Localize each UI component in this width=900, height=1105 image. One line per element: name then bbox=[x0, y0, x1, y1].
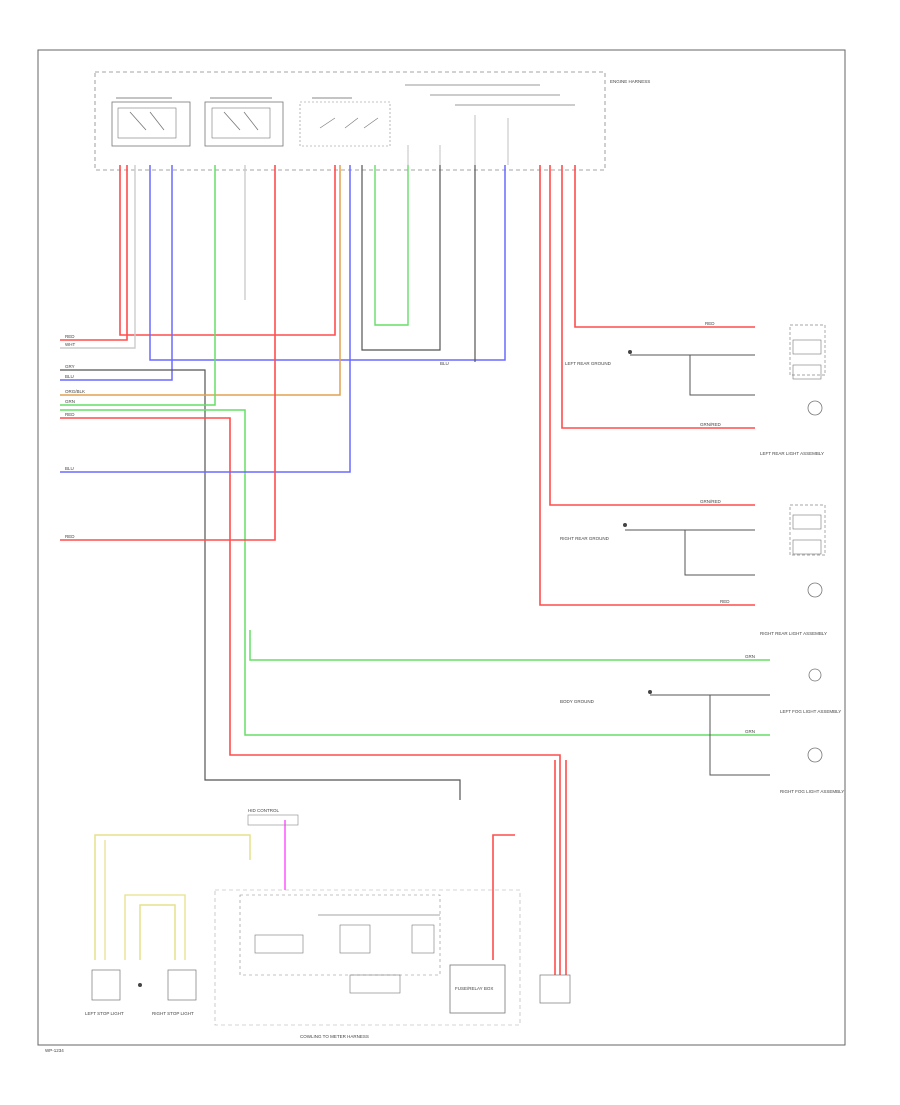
right-fog-light-label: RIGHT FOG LIGHT ASSEMBLY bbox=[780, 789, 844, 794]
wire-red bbox=[60, 165, 276, 541]
wire-yellow bbox=[94, 834, 251, 960]
wire-gray bbox=[625, 529, 755, 576]
wire-tag: ORG/BLK bbox=[65, 389, 85, 394]
wire-red bbox=[574, 165, 755, 328]
hid-control-unit: HID CONTROL bbox=[247, 808, 299, 826]
wire-tag: BLU bbox=[65, 374, 74, 379]
left-stop-light-label: LEFT STOP LIGHT bbox=[85, 1011, 124, 1016]
wire-red bbox=[539, 165, 755, 606]
relay-2 bbox=[204, 97, 284, 147]
stop-lights: LEFT STOP LIGHT RIGHT STOP LIGHT bbox=[85, 969, 571, 1016]
wire-yellow bbox=[139, 904, 176, 960]
wire-red bbox=[549, 165, 755, 506]
relay-box-label: FUSE/RELAY BOX bbox=[455, 986, 493, 991]
top-junction-module: ENGINE HARNESS bbox=[94, 71, 650, 171]
right-rear-light-label: RIGHT REAR LIGHT ASSEMBLY bbox=[760, 631, 827, 636]
wire-tag: GRY bbox=[65, 364, 75, 369]
wire-white bbox=[60, 165, 136, 349]
hid-control-label: HID CONTROL bbox=[248, 808, 279, 813]
wire-tag: GRN bbox=[745, 729, 755, 734]
wire-gray bbox=[60, 369, 461, 800]
wire-green bbox=[60, 409, 770, 736]
wire-gray bbox=[650, 694, 770, 776]
wire-tags: RED WHT GRY BLU ORG/BLK GRN RED BLU RED … bbox=[65, 321, 755, 734]
left-rear-light-assembly: LEFT REAR LIGHT ASSEMBLY LEFT REAR GROUN… bbox=[565, 324, 826, 456]
body-ground-label: BODY GROUND bbox=[560, 699, 595, 704]
wire-tag: RED bbox=[705, 321, 715, 326]
ground-point-icon bbox=[648, 690, 652, 694]
bottom-control-module: COWLING TO METER HARNESS bbox=[214, 889, 521, 1039]
diagram-frame bbox=[37, 49, 846, 1046]
bulb-icon bbox=[807, 747, 823, 763]
right-stop-light-label: RIGHT STOP LIGHT bbox=[152, 1011, 194, 1016]
fog-light-assemblies: LEFT FOG LIGHT ASSEMBLY RIGHT FOG LIGHT … bbox=[560, 668, 844, 794]
right-rear-light-assembly: RIGHT REAR LIGHT ASSEMBLY RIGHT REAR GRO… bbox=[560, 504, 827, 636]
right-rear-ground-label: RIGHT REAR GROUND bbox=[560, 536, 610, 541]
left-rear-ground-label: LEFT REAR GROUND bbox=[565, 361, 612, 366]
wire-harness bbox=[60, 165, 770, 975]
wire-blue bbox=[149, 165, 506, 361]
wire-yellow bbox=[124, 894, 186, 960]
wire-orange bbox=[60, 165, 341, 396]
wire-tag: GRN bbox=[65, 399, 75, 404]
wire-tag: RED bbox=[65, 534, 75, 539]
ground-point-icon bbox=[623, 523, 627, 527]
wire-green bbox=[249, 630, 770, 661]
fuse-cluster bbox=[407, 115, 509, 165]
left-fog-light-label: LEFT FOG LIGHT ASSEMBLY bbox=[780, 709, 841, 714]
wire-tag: RED bbox=[65, 334, 75, 339]
bulb-icon bbox=[807, 400, 823, 416]
ground-point-icon bbox=[138, 983, 142, 987]
fuse-block bbox=[299, 97, 391, 147]
engine-harness-label: ENGINE HARNESS bbox=[610, 79, 650, 84]
fuse-relay-box: FUSE/RELAY BOX bbox=[449, 964, 506, 1014]
wire-red bbox=[60, 417, 561, 975]
relay-1 bbox=[111, 97, 191, 147]
wire-tag: BLU bbox=[65, 466, 74, 471]
wire-green bbox=[60, 165, 216, 406]
bulb-icon bbox=[807, 582, 823, 598]
wire-blue bbox=[60, 165, 173, 381]
wire-red bbox=[119, 165, 336, 336]
wire-tag: RED bbox=[720, 599, 730, 604]
page-reference: WP-1234 bbox=[45, 1048, 64, 1053]
wire-red bbox=[492, 834, 515, 960]
bottom-harness-label: COWLING TO METER HARNESS bbox=[300, 1034, 369, 1039]
wire-tag: GRN bbox=[745, 654, 755, 659]
wire-gray bbox=[361, 165, 441, 351]
wire-blue bbox=[60, 165, 351, 473]
wire-tag: BLU bbox=[440, 361, 449, 366]
wire-tag: RED bbox=[65, 412, 75, 417]
wire-green bbox=[374, 165, 409, 326]
wire-tag: WHT bbox=[65, 342, 75, 347]
wire-tag: GRN/RED bbox=[700, 499, 722, 504]
wire-red bbox=[561, 165, 755, 429]
wire-red bbox=[60, 165, 128, 341]
left-rear-light-label: LEFT REAR LIGHT ASSEMBLY bbox=[760, 451, 824, 456]
bulb-icon bbox=[808, 668, 822, 682]
wire-tag: GRN/RED bbox=[700, 422, 722, 427]
ground-point-icon bbox=[628, 350, 632, 354]
wire-gray bbox=[630, 354, 755, 396]
